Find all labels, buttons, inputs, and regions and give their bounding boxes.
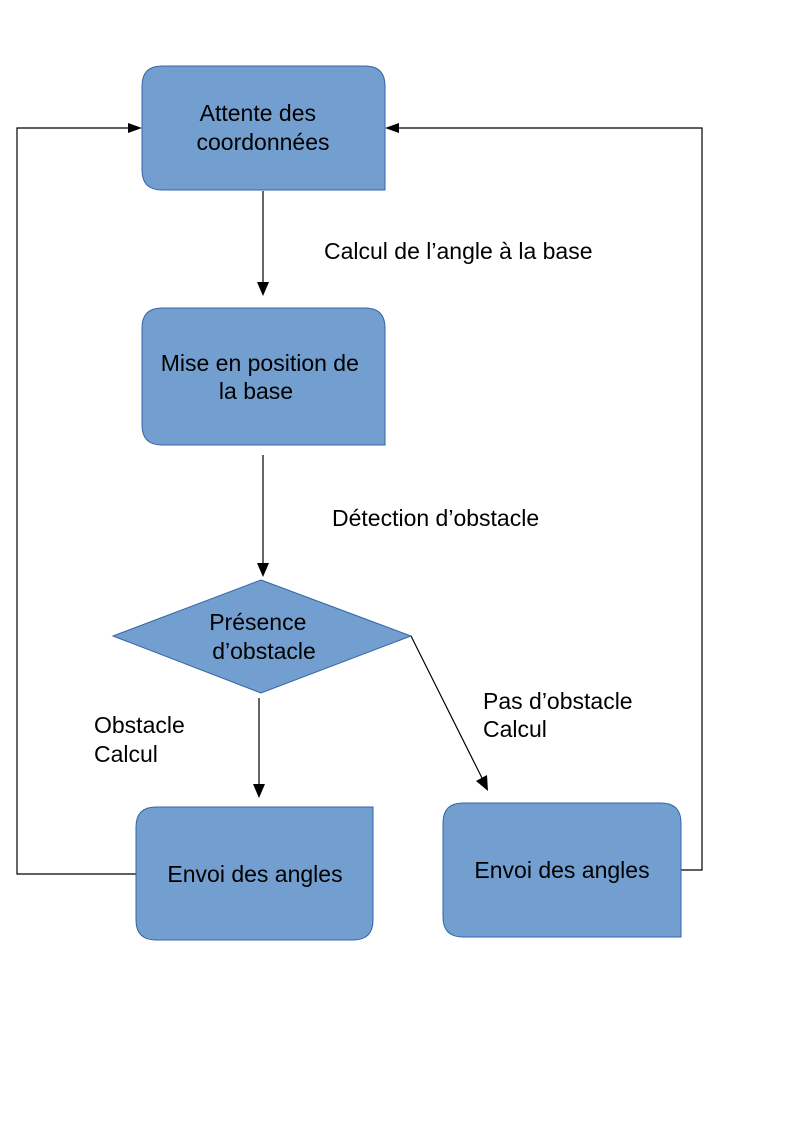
- arrowhead-attente-to-mise: [257, 282, 269, 296]
- node-attente-line-2: coordonnées: [197, 129, 330, 155]
- node-mise-line-1: Mise en position de: [161, 350, 359, 376]
- node-envoi-left-shape: [135, 806, 374, 941]
- edge-label-pas-obstacle: Pas d’obstacle Calcul: [483, 688, 639, 742]
- node-mise-shape: [141, 307, 386, 446]
- arrowhead-mise-to-presence: [257, 563, 269, 577]
- arrowhead-envoi-left-to-attente: [128, 123, 142, 133]
- edge-label-calcul-angle: Calcul de l’angle à la base: [324, 238, 593, 264]
- arrowhead-presence-to-envoi-left: [253, 784, 265, 798]
- node-presence-line-1: Présence: [209, 609, 306, 635]
- node-attente-shape: [141, 65, 386, 191]
- node-envoi-right-line-1: Envoi des angles: [474, 857, 649, 883]
- node-envoi-left-line-1: Envoi des angles: [167, 861, 342, 887]
- edge-label-obstacle-line-1: Obstacle: [94, 712, 185, 738]
- node-presence-shape: [111, 579, 413, 694]
- node-mise-label: Mise en position de la base: [161, 350, 366, 404]
- edge-label-calcul-angle-line-1: Calcul de l’angle à la base: [324, 238, 593, 264]
- node-envoi-left-label: Envoi des angles: [167, 861, 342, 887]
- node-attente-label: Attente des coordonnées: [197, 100, 330, 155]
- edge-label-detection-line-1: Détection d’obstacle: [332, 505, 539, 531]
- node-presence-line-2: d’obstacle: [212, 638, 316, 664]
- edge-label-obstacle: Obstacle Calcul: [94, 712, 191, 767]
- node-mise-line-2: la base: [219, 378, 293, 404]
- edge-label-pas-obstacle-line-1: Pas d’obstacle: [483, 688, 633, 714]
- node-envoi-right-shape: [442, 802, 682, 938]
- node-envoi-right-label: Envoi des angles: [474, 857, 649, 883]
- edge-presence-to-envoi-right: [410, 635, 483, 779]
- node-presence-label: Présence d’obstacle: [209, 609, 316, 664]
- edge-label-detection: Détection d’obstacle: [332, 505, 539, 531]
- arrowhead-presence-to-envoi-right: [476, 775, 488, 791]
- edge-label-pas-obstacle-line-2: Calcul: [483, 716, 547, 742]
- arrowhead-envoi-right-to-attente: [385, 123, 399, 133]
- edge-envoi-left-to-attente: [16, 127, 137, 875]
- edge-envoi-right-to-attente: [399, 127, 703, 871]
- node-attente-line-1: Attente des: [200, 100, 316, 126]
- edge-label-obstacle-line-2: Calcul: [94, 741, 158, 767]
